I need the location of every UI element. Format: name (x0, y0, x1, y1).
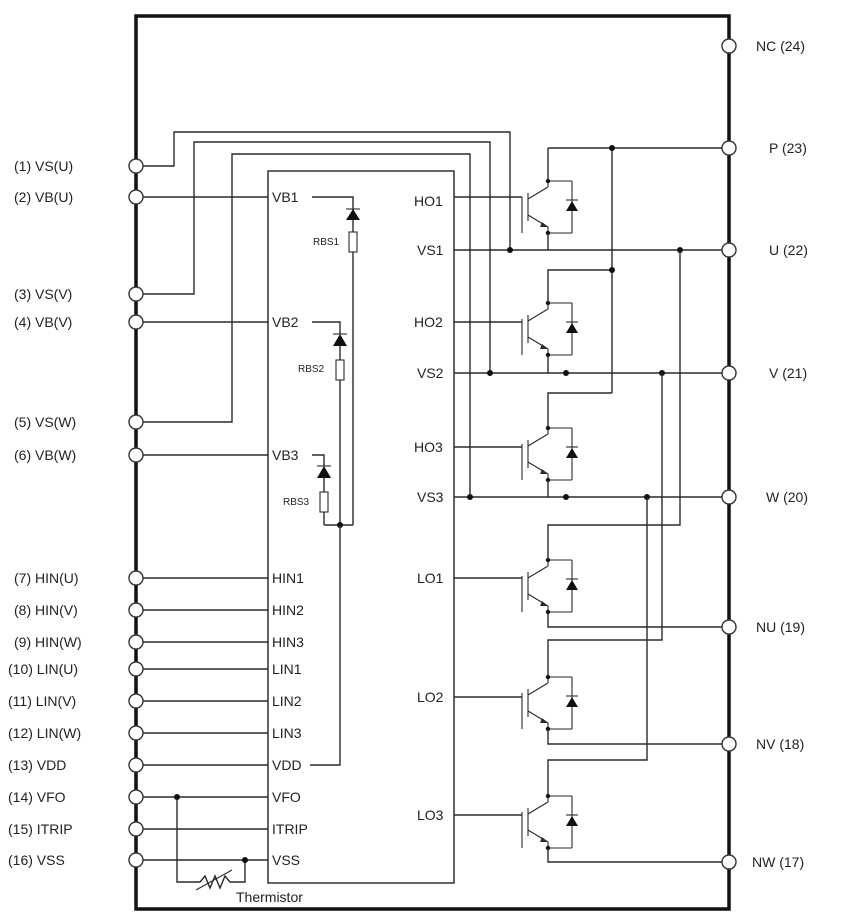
ic-pin-label: VB3 (272, 447, 299, 463)
pin-label: (4) VB(V) (14, 314, 72, 330)
pin-label: (10) LIN(U) (8, 661, 78, 677)
vsw-wire (136, 153, 471, 497)
ic-pin-label: LO1 (417, 570, 444, 586)
ic-pin-label: LO3 (417, 807, 444, 823)
pin-label: (2) VB(U) (14, 189, 73, 205)
ic-pin-label: LIN3 (272, 725, 302, 741)
module-outline (134, 14, 731, 911)
right-pin-labels: NC (24) P (23) U (22) V (21) W (20) NU (… (752, 38, 808, 870)
pin-label: (12) LIN(W) (8, 725, 81, 741)
resistor-label: RBS2 (298, 364, 325, 375)
pin-label: (11) LIN(V) (8, 693, 76, 709)
ic-pin-label: VS3 (417, 489, 444, 505)
ic-pin-label: VB2 (272, 314, 299, 330)
pin-label: (13) VDD (8, 757, 66, 773)
pin-label: (16) VSS (8, 852, 65, 868)
ic-pin-label: HIN2 (272, 602, 304, 618)
pin-label: (7) HIN(U) (14, 570, 79, 586)
ic-pin-label: HO2 (414, 314, 443, 330)
pin-label: (6) VB(W) (14, 447, 76, 463)
ic-pin-label: HO1 (414, 193, 443, 209)
thermistor-label: Thermistor (236, 889, 303, 905)
ic-pin-label: HIN3 (272, 634, 304, 650)
pin-label: U (22) (769, 242, 808, 258)
ic-pin-label: VS1 (417, 242, 444, 258)
driver-ic-box (267, 170, 455, 884)
right-pin-circles (721, 38, 737, 870)
vsu-wire (136, 131, 511, 250)
ic-pin-label: LIN2 (272, 693, 302, 709)
ic-pin-label: LIN1 (272, 661, 302, 677)
pin-label: (14) VFO (8, 789, 66, 805)
left-pin-labels: (1) VS(U) (2) VB(U) (3) VS(V) (4) VB(V) … (8, 158, 82, 868)
resistor-label: RBS3 (283, 497, 310, 508)
ic-pin-label: VFO (272, 789, 301, 805)
ic-pin-label: VS2 (417, 365, 444, 381)
ic-pin-label: VSS (272, 852, 300, 868)
ic-pin-label: VB1 (272, 189, 299, 205)
ic-pin-label: VDD (272, 757, 302, 773)
pin-label: (1) VS(U) (14, 158, 73, 174)
ic-left-labels: VB1 VB2 VB3 HIN1 HIN2 HIN3 LIN1 LIN2 LIN… (272, 189, 308, 868)
pin-label: P (23) (769, 140, 807, 156)
ic-pin-label: HO3 (414, 439, 443, 455)
ic-pin-label: ITRIP (272, 821, 308, 837)
pin-label: (15) ITRIP (8, 821, 73, 837)
ic-pin-label: LO2 (417, 689, 444, 705)
left-pin-circles (128, 158, 144, 868)
pin-label: W (20) (766, 489, 808, 505)
pin-label: (9) HIN(W) (14, 634, 82, 650)
pin-label: (3) VS(V) (14, 286, 72, 302)
pin-label: V (21) (769, 365, 807, 381)
pin-label: NW (17) (752, 854, 804, 870)
ic-right-labels: HO1 VS1 HO2 VS2 HO3 VS3 LO1 LO2 LO3 (414, 193, 444, 823)
pin-label: NV (18) (756, 736, 804, 752)
pin-label: NC (24) (756, 38, 805, 54)
pin-label: (5) VS(W) (14, 414, 76, 430)
pin-label: (8) HIN(V) (14, 602, 78, 618)
ic-pin-label: HIN1 (272, 570, 304, 586)
resistor-label: RBS1 (313, 237, 340, 248)
vsv-wire (136, 141, 491, 373)
pin-label: NU (19) (756, 619, 805, 635)
